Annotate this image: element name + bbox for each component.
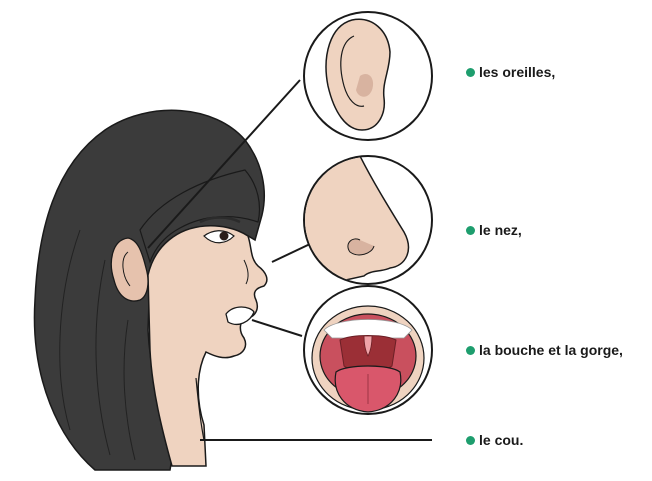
label-ears: les oreilles, xyxy=(466,64,555,80)
mouth-leader-line xyxy=(252,320,302,336)
iris xyxy=(220,232,229,241)
ear-icon xyxy=(304,12,432,140)
bullet-dot xyxy=(466,346,475,355)
bullet-dot xyxy=(466,436,475,445)
bullet-dot xyxy=(466,226,475,235)
face xyxy=(148,226,267,466)
mouth xyxy=(226,307,254,324)
label-neck: le cou. xyxy=(466,432,523,448)
nose-leader-line xyxy=(272,244,310,262)
label-mouth-throat: la bouche et la gorge, xyxy=(466,342,623,358)
mouth-icon xyxy=(304,286,432,414)
head-illustration xyxy=(34,110,266,470)
label-nose: le nez, xyxy=(466,222,522,238)
bullet-dot xyxy=(466,68,475,77)
label-ears-text: les oreilles, xyxy=(479,64,555,80)
nose-icon xyxy=(300,156,432,290)
label-nose-text: le nez, xyxy=(479,222,522,238)
label-neck-text: le cou. xyxy=(479,432,523,448)
label-mouth-throat-text: la bouche et la gorge, xyxy=(479,342,623,358)
